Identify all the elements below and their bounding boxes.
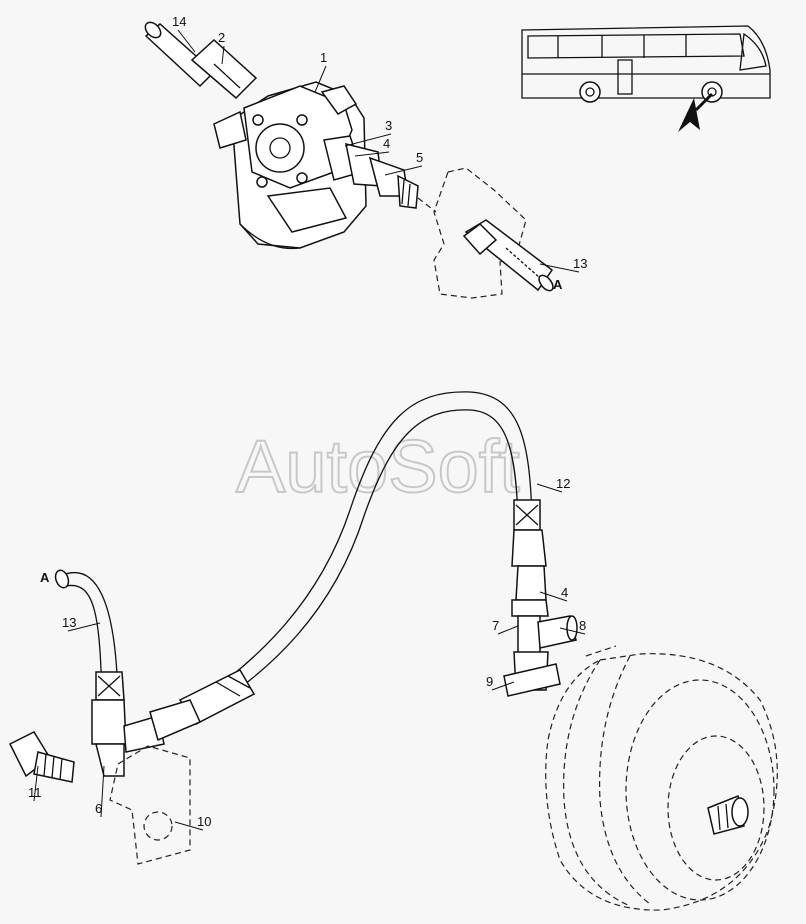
callout-leader-6 <box>100 765 105 818</box>
callout-leader-4 <box>539 591 568 602</box>
callout-label-13: 13 <box>62 615 76 630</box>
callout-leader-11 <box>33 765 39 802</box>
callout-label-7: 7 <box>492 618 499 633</box>
relay-valve-assembly <box>144 21 437 250</box>
callout-label-13: 13 <box>573 256 587 271</box>
callout-leader-8 <box>559 627 586 635</box>
callout-label-4: 4 <box>561 585 568 600</box>
connector-mark-A: A <box>553 277 563 292</box>
connector-mark-A: A <box>40 570 50 585</box>
detail-a-hose-end <box>433 167 554 299</box>
connector-marks: AA <box>40 277 563 585</box>
callout-leader-1 <box>314 65 327 93</box>
brake-chamber <box>545 645 778 911</box>
callout-label-3: 3 <box>385 118 392 133</box>
callout-leader-12 <box>536 483 563 493</box>
callout-leader-5 <box>384 165 423 176</box>
callout-label-4: 4 <box>383 136 390 151</box>
hose-12 <box>178 391 578 725</box>
callout-leader-13 <box>67 622 101 632</box>
callout-label-11: 11 <box>28 785 42 800</box>
callout-leader-13 <box>539 263 580 273</box>
callout-label-6: 6 <box>95 801 102 816</box>
callout-leader-3 <box>344 133 392 147</box>
callout-label-9: 9 <box>486 674 493 689</box>
callout-leader-7 <box>497 625 519 635</box>
callout-leader-14 <box>177 29 196 53</box>
callout-leader-4 <box>354 151 390 157</box>
callout-label-8: 8 <box>579 618 586 633</box>
callout-label-2: 2 <box>218 30 225 45</box>
callout-label-1: 1 <box>320 50 327 65</box>
callout-label-14: 14 <box>172 14 186 29</box>
callout-leader-2 <box>221 45 225 65</box>
bus-locator-image <box>521 25 771 132</box>
callout-label-10: 10 <box>197 814 211 829</box>
callout-leader-9 <box>491 681 515 691</box>
callout-leader-10 <box>174 821 204 831</box>
bolt-11 <box>8 731 75 783</box>
hose-13-left <box>54 569 201 777</box>
watermark-text: AutoSoft <box>236 425 520 508</box>
callout-label-12: 12 <box>556 476 570 491</box>
mounting-bracket-10 <box>109 745 191 865</box>
callout-label-5: 5 <box>416 150 423 165</box>
